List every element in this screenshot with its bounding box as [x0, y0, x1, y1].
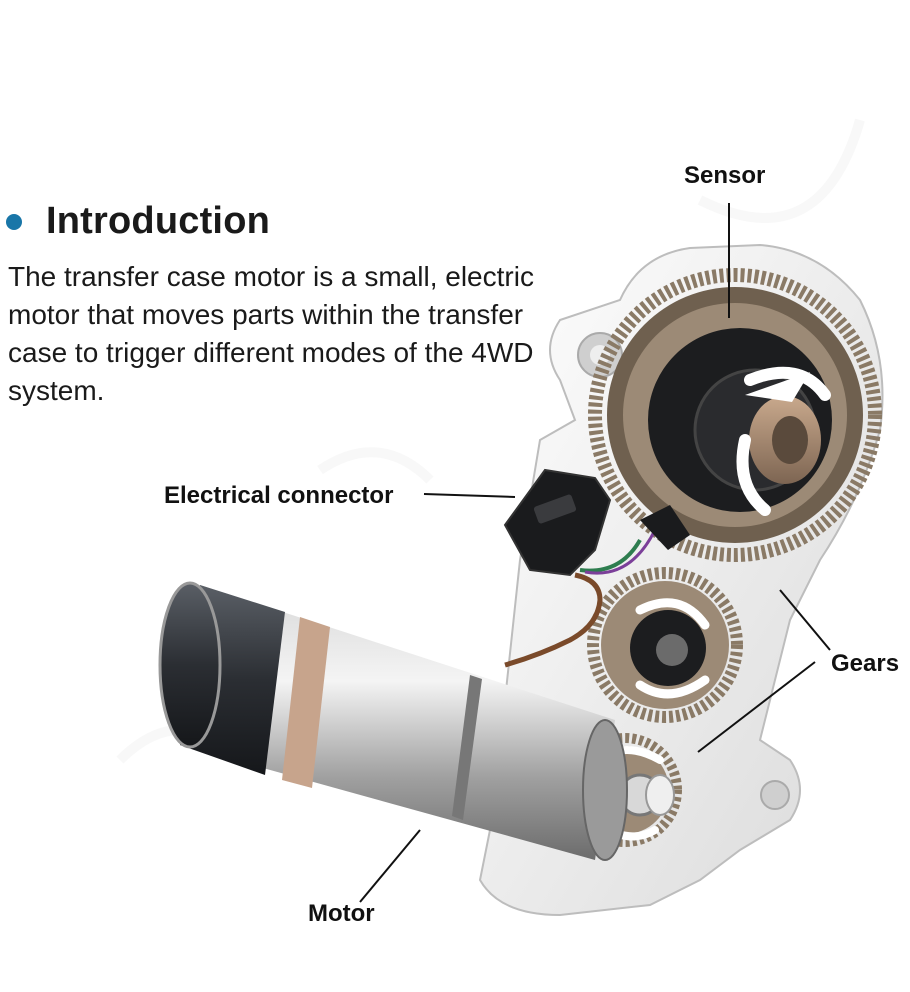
connector-leader-line — [423, 493, 516, 498]
intro-title: Introduction — [46, 200, 271, 242]
middle-gear — [587, 567, 743, 723]
motor-leader-line — [359, 829, 421, 903]
bullet-dot-icon — [6, 213, 22, 230]
leader-lines — [359, 203, 831, 903]
intro-heading: Introduction — [6, 200, 270, 243]
label-sensor: Sensor — [684, 162, 766, 189]
intro-body: The transfer case motor is a small, elec… — [8, 261, 534, 406]
label-electrical-connector: Electrical connector — [164, 482, 394, 509]
electrical-connector — [503, 468, 690, 668]
label-gears: Gears — [831, 650, 900, 677]
motor — [158, 581, 628, 861]
gears-leader-line-upper — [779, 589, 831, 651]
sensor-gear — [588, 268, 882, 562]
gears-leader-line-lower — [697, 661, 816, 753]
label-motor: Motor — [308, 900, 375, 927]
